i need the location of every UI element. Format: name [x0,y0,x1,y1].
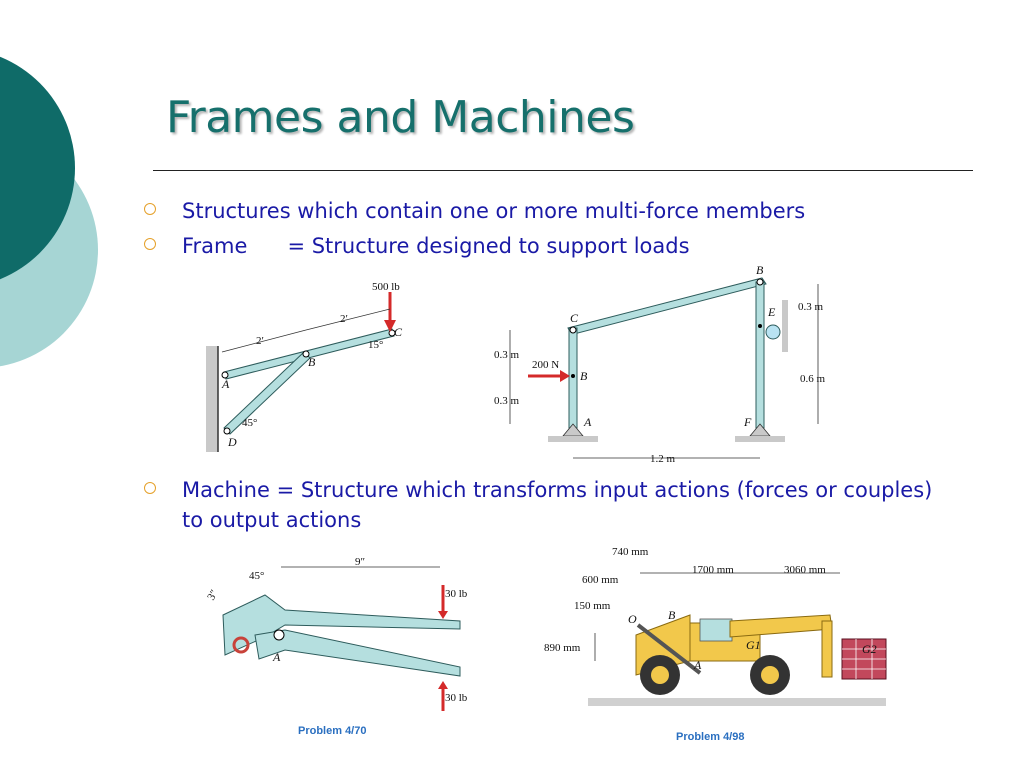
label-c: C [394,325,403,339]
dim-740: 740 mm [612,546,649,558]
pallet-load [841,638,887,680]
wall [206,346,218,452]
dim-ab: 2′ [256,335,264,347]
label-g1: G1 [746,638,761,652]
bracket-figure: 500 lb A B C D 2′ 2′ 15° 45° [200,278,420,458]
member-bf [755,281,765,429]
bullet-text: Structures which contain one or more mul… [182,199,806,223]
boom [729,614,833,638]
hydraulic-cylinder [636,623,702,675]
lower-handle [254,629,461,677]
title-divider [153,170,973,171]
label-b: B [668,608,676,622]
length-label: 9″ [355,556,365,568]
upper-handle [222,594,461,656]
bullet-text-continued: to output actions [182,508,362,532]
bullet-text: Frame = Structure designed to support loa… [182,234,690,258]
ground [588,698,886,706]
label-b: B [308,355,316,369]
workpiece [232,636,250,654]
dark-teal-circle [0,56,75,280]
label-a: A [583,415,592,429]
label-o: O [628,612,637,626]
frame-term: Frame [182,234,248,258]
dim-600: 600 mm [582,574,619,586]
label-g2: G2 [862,642,877,656]
frame-definition: = Structure designed to support loads [287,234,690,258]
dim-lower: 0.3 m [494,395,520,407]
span-label: 1.2 m [650,453,676,465]
bullet-marker [144,203,156,215]
slide-title: Frames and Machines [166,92,635,143]
dim-890: 890 mm [544,642,581,654]
dim-jaw: 3″ [205,588,220,603]
angle-label: 45° [249,570,264,582]
forklift-figure: 740 mm 600 mm 1700 mm 3060 mm 150 mm 890… [540,543,890,713]
cab-window [699,618,733,642]
label-top-b: B [756,263,764,277]
force-bottom-label: 30 lb [445,692,468,704]
bullet-text: Machine = Structure which transforms inp… [182,478,933,502]
label-a: A [272,650,281,664]
forklift-caption: Problem 4/98 [676,731,745,743]
label-a: A [221,377,230,391]
dim-150: 150 mm [574,600,611,612]
load-label: 500 lb [372,281,400,293]
angle-bottom: 45° [242,417,257,429]
label-a: A [693,658,702,672]
right-wall [782,300,788,352]
portal-frame-figure: C B B E A F 200 N 0.3 m 0.3 m 0.3 m 0.6 … [490,262,840,467]
dim-right-top: 0.3 m [798,301,824,313]
force-label: 200 N [532,359,559,371]
angle-top: 15° [368,339,383,351]
pliers-caption: Problem 4/70 [298,725,367,737]
dim-3060: 3060 mm [784,564,826,576]
bullet-marker [144,482,156,494]
label-b: B [580,369,588,383]
force-top-label: 30 lb [445,588,468,600]
bullet-marker [144,238,156,250]
member-cb [567,277,767,335]
dim-bc: 2′ [340,313,348,325]
pliers-figure: 3″ 45° 9″ 30 lb 30 lb A [195,555,480,715]
label-f: F [743,415,752,429]
roller-e [765,324,781,340]
dim-right-bottom: 0.6 m [800,373,826,385]
label-d: D [227,435,237,449]
dim-1700: 1700 mm [692,564,734,576]
dim-upper: 0.3 m [494,349,520,361]
label-c: C [570,311,579,325]
label-e: E [767,305,776,319]
